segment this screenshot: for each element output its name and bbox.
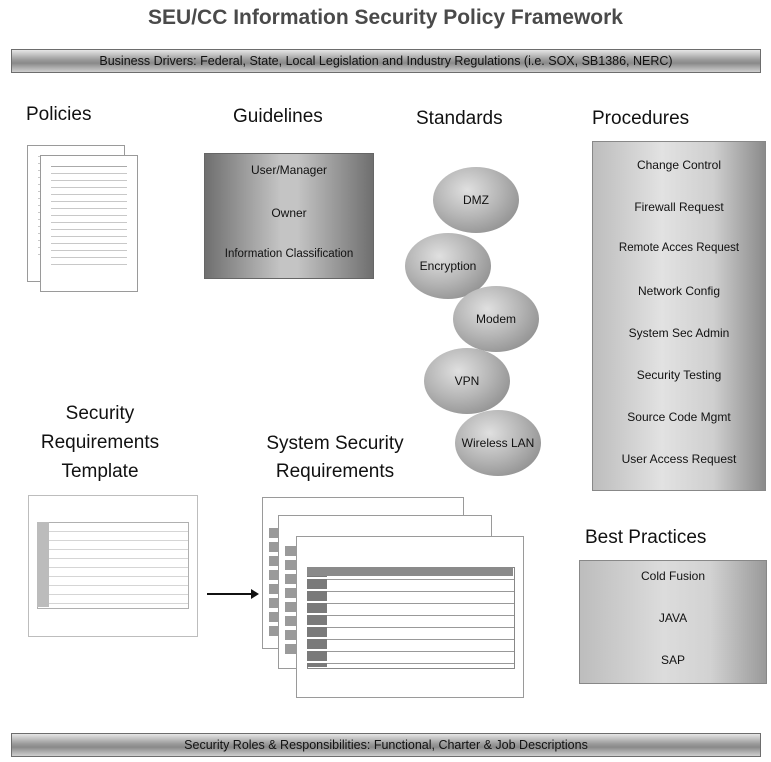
standard-label: DMZ [463,193,489,207]
business-drivers-bar: Business Drivers: Federal, State, Local … [11,49,761,73]
heading-line: System Security [266,433,404,454]
standard-label: Wireless LAN [461,436,535,450]
heading-line: Security [65,403,135,424]
heading-line: Requirements [275,461,395,482]
guideline-item: Information Classification [224,248,354,260]
standard-ellipse-vpn: VPN [424,348,510,414]
best-practices-heading: Best Practices [585,527,707,548]
procedure-item: Security Testing [636,368,722,382]
standard-label: Encryption [419,259,477,273]
policies-heading: Policies [26,104,92,125]
procedure-item: Change Control [636,158,722,172]
standard-ellipse-encryption: Encryption [405,233,491,299]
procedure-item: Firewall Request [634,200,724,214]
standard-label: Modem [475,312,516,326]
standard-ellipse-dmz: DMZ [433,167,519,233]
guideline-item: Owner [271,206,307,220]
system-requirements-heading: System Security Requirements [250,430,420,486]
procedures-heading: Procedures [592,108,690,129]
procedure-item: Network Config [637,284,721,298]
best-practice-item: Cold Fusion [640,569,706,583]
best-practices-box: Cold Fusion JAVA SAP [579,560,767,684]
heading-line: Requirements [40,432,160,453]
guidelines-box: User/Manager Owner Information Classific… [204,153,374,279]
arrow-right-icon [207,589,259,599]
procedure-item: System Sec Admin [628,326,730,340]
standard-ellipse-wireless-lan: Wireless LAN [455,410,541,476]
best-practice-item: SAP [660,653,685,667]
page-title: SEU/CC Information Security Policy Frame… [148,6,623,29]
guidelines-heading: Guidelines [233,106,323,127]
procedure-item: User Access Request [621,452,737,466]
standard-ellipse-modem: Modem [453,286,539,352]
procedure-item: Source Code Mgmt [627,410,731,424]
best-practice-item: JAVA [658,611,688,625]
guideline-item: User/Manager [250,163,328,177]
roles-responsibilities-bar: Security Roles & Responsibilities: Funct… [11,733,761,757]
standards-heading: Standards [416,108,503,129]
procedures-box: Change Control Firewall Request Remote A… [592,141,766,491]
heading-line: Template [61,461,139,482]
procedure-item: Remote Acces Request [618,242,740,254]
standard-label: VPN [454,374,480,388]
template-heading: Security Requirements Template [20,399,180,486]
